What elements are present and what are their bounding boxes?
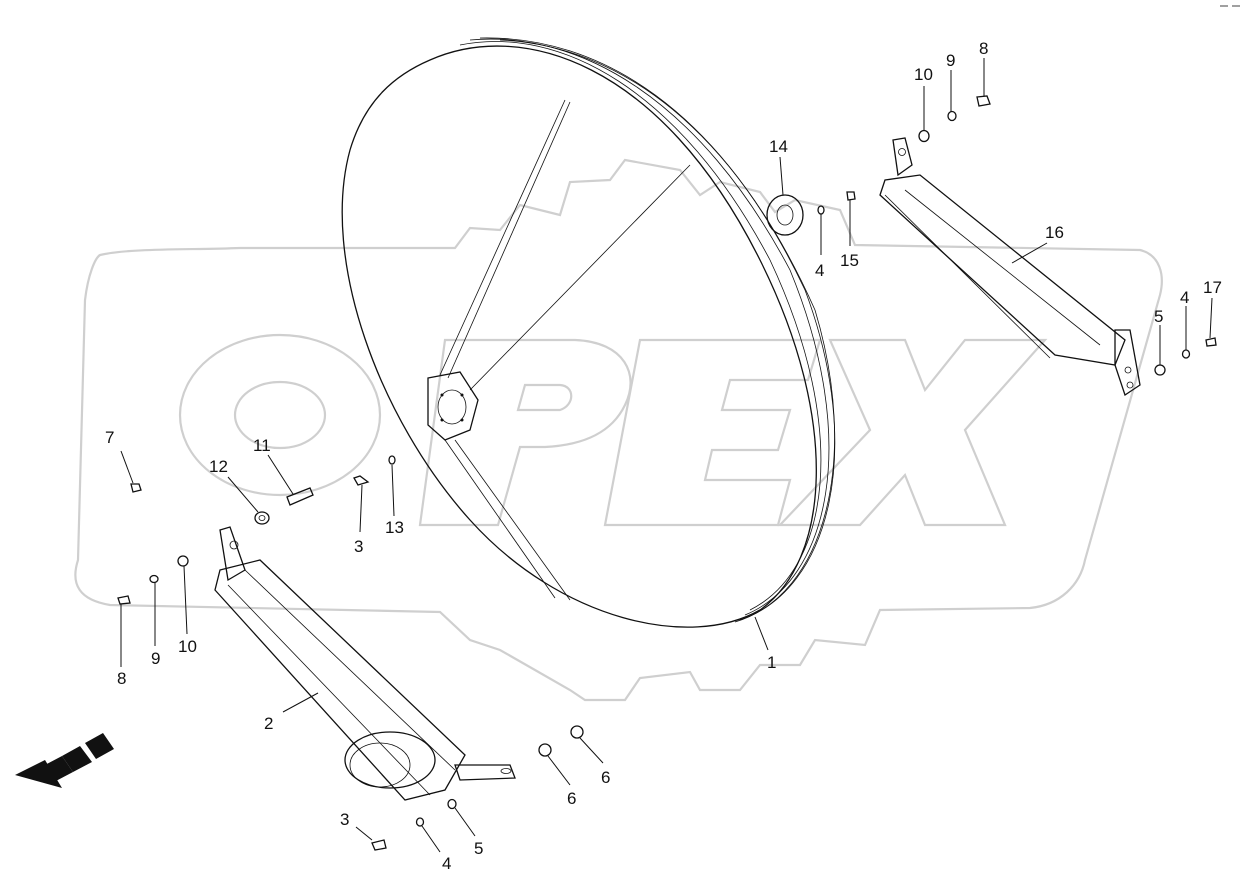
- hub-bolt-hole: [440, 393, 444, 397]
- watermark-letter-e: [603, 338, 822, 527]
- wheel-outer-rim: [341, 45, 817, 628]
- callout-12: 12: [209, 457, 228, 476]
- washer: [149, 574, 159, 584]
- wheel-hub-bore: [437, 389, 467, 425]
- washer: [447, 798, 457, 810]
- hub-bolt-hole: [460, 418, 464, 422]
- left-arm-tube-end: [344, 731, 436, 789]
- wheel-spoke-right: [469, 164, 691, 391]
- leader-lines: [120, 58, 1213, 853]
- wheel-spoke-bottom: [454, 439, 571, 601]
- callout-11: 11: [253, 436, 271, 455]
- callout-4: 4: [815, 261, 824, 280]
- nut: [846, 191, 856, 201]
- washer: [388, 455, 396, 465]
- callout-4: 4: [442, 854, 451, 873]
- callout-5: 5: [474, 839, 483, 858]
- callout-5: 5: [1154, 307, 1163, 326]
- washer: [1154, 364, 1166, 376]
- callout-8: 8: [117, 669, 126, 688]
- nut: [130, 483, 142, 493]
- callouts: 1 2 3 3 4 4 4 5 5 6 6 7 8 8 9 9 10 10 11…: [105, 39, 1222, 873]
- washer: [570, 725, 584, 739]
- wheel-spoke-top: [439, 99, 566, 376]
- callout-10: 10: [178, 637, 197, 656]
- pin: [286, 487, 314, 506]
- callout-7: 7: [105, 428, 114, 447]
- watermark-letter-o: [178, 333, 382, 497]
- watermark-letter-x: [777, 338, 1048, 527]
- washer: [415, 817, 425, 827]
- bolt: [371, 839, 387, 851]
- callout-3: 3: [354, 537, 363, 556]
- left-arm: [214, 526, 516, 801]
- washer: [918, 129, 930, 143]
- callout-14: 14: [769, 137, 788, 156]
- wheel-rim-band-2: [469, 38, 830, 616]
- wheel-hub-flange: [427, 371, 479, 441]
- callout-1: 1: [767, 653, 776, 672]
- bolt: [976, 95, 991, 107]
- callout-4: 4: [1180, 288, 1189, 307]
- wheel-spoke-top-b: [447, 101, 571, 379]
- direction-arrow: [15, 733, 114, 788]
- hub-bolt-hole: [460, 393, 464, 397]
- wheel-rim-band-1: [459, 41, 822, 611]
- washer: [1181, 349, 1191, 359]
- washer: [538, 743, 552, 757]
- wheel-rim-band-3: [479, 37, 836, 621]
- washer: [177, 555, 189, 567]
- watermark-letter-o-inner: [233, 380, 327, 450]
- right-arm: [879, 137, 1141, 397]
- flange-plate: [766, 194, 804, 236]
- watermark-gear-outline: [74, 158, 1163, 702]
- wheel-disc: [341, 37, 836, 628]
- callout-6: 6: [601, 768, 610, 787]
- callout-6: 6: [567, 789, 576, 808]
- watermark-letter-p: [418, 338, 632, 527]
- callout-15: 15: [840, 251, 859, 270]
- callout-16: 16: [1045, 223, 1064, 242]
- callout-8: 8: [979, 39, 988, 58]
- hub-bolt-hole: [440, 418, 444, 422]
- wheel-rim-band-4: [499, 39, 835, 623]
- hardware: [117, 95, 1217, 851]
- watermark-letter-p-hole: [516, 383, 573, 412]
- bolt: [117, 595, 131, 605]
- callout-2: 2: [264, 714, 273, 733]
- callout-9: 9: [946, 51, 955, 70]
- wheel-spoke-bottom-b: [444, 439, 556, 599]
- callout-17: 17: [1203, 278, 1222, 297]
- washer: [947, 110, 957, 122]
- bolt: [1205, 337, 1217, 347]
- bushing: [254, 511, 270, 525]
- callout-9: 9: [151, 649, 160, 668]
- callout-13: 13: [385, 518, 404, 537]
- callout-10: 10: [914, 65, 933, 84]
- bolt: [353, 475, 370, 486]
- watermark: [74, 158, 1163, 702]
- washer: [817, 205, 825, 215]
- callout-3: 3: [340, 810, 349, 829]
